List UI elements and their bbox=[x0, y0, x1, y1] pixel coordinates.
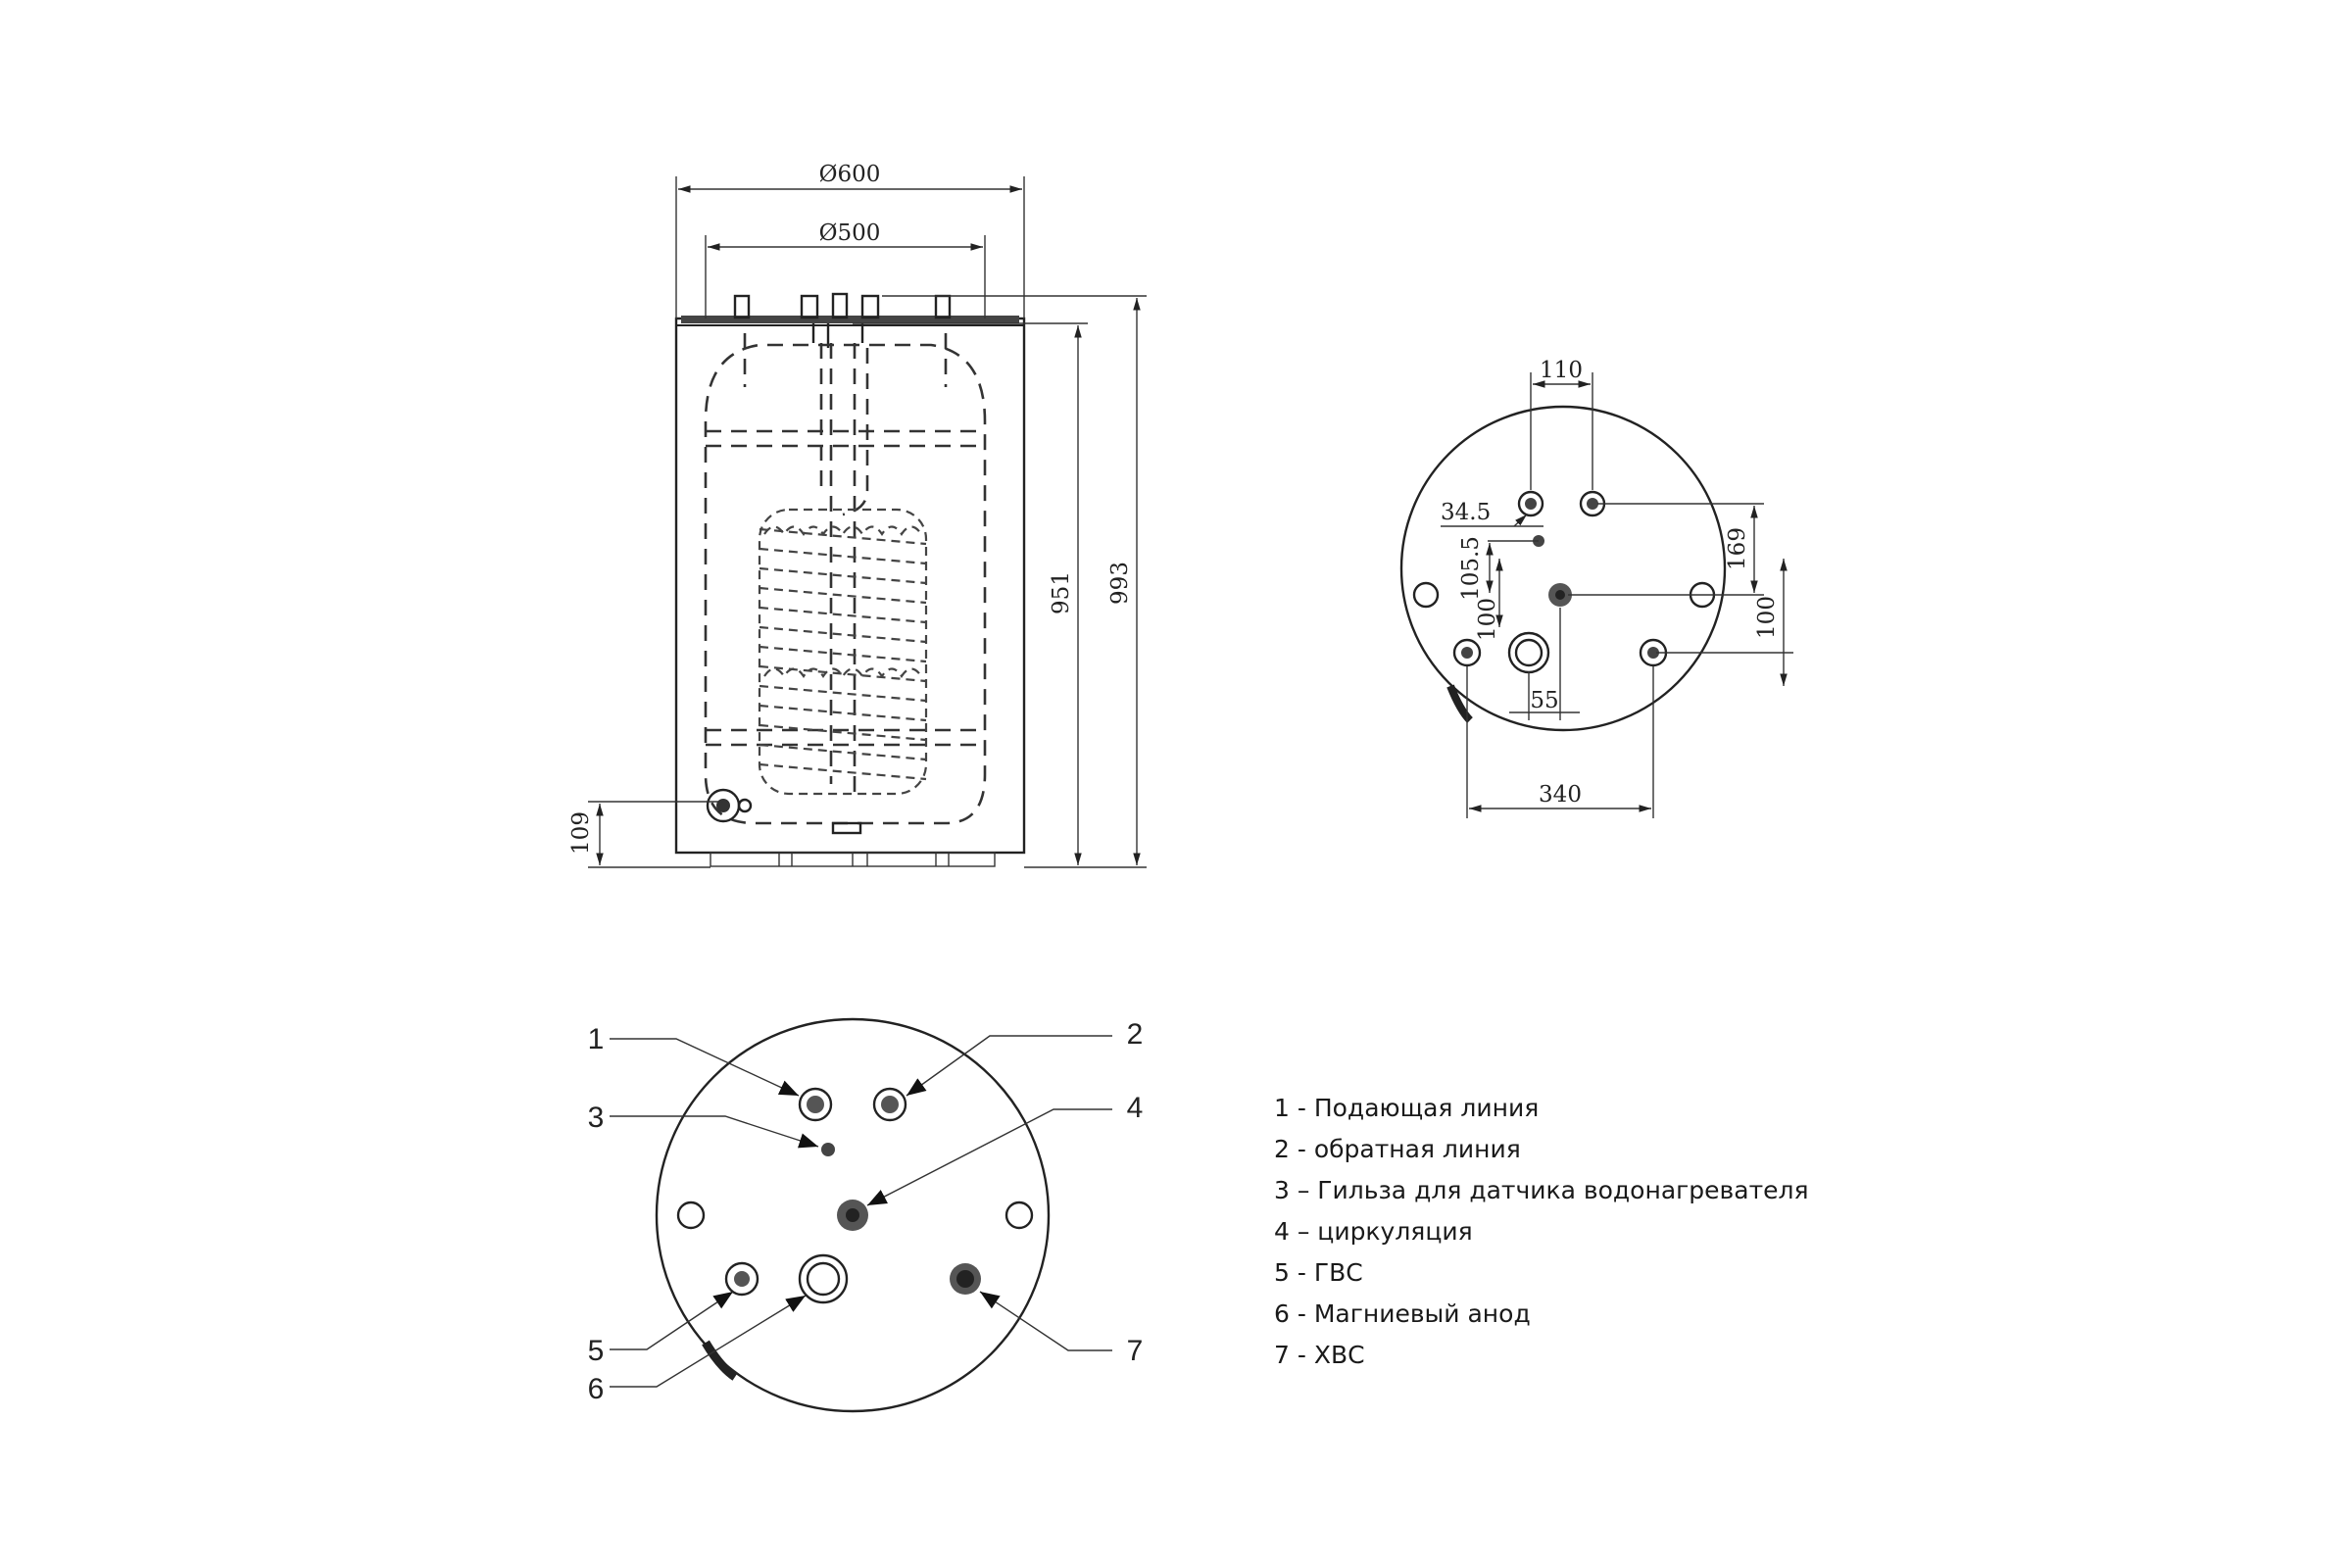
callout-5: 5 bbox=[588, 1335, 605, 1367]
port-3 bbox=[821, 1143, 835, 1156]
port-4 bbox=[837, 1200, 868, 1231]
tank-lid bbox=[681, 316, 1019, 323]
top-view-callouts: 1 2 3 4 5 6 7 bbox=[588, 1017, 1144, 1413]
dim-105-5: 105.5 bbox=[1458, 536, 1484, 601]
inner-vessel bbox=[704, 343, 987, 825]
dim-outer-diameter: Ø600 bbox=[819, 162, 881, 187]
dim-169: 169 bbox=[1725, 527, 1750, 570]
dim-inner-diameter: Ø500 bbox=[819, 220, 881, 246]
legend-item: 6 - Магниевый анод bbox=[1274, 1299, 1531, 1328]
port-5 bbox=[724, 1261, 760, 1297]
port-2 bbox=[872, 1087, 907, 1122]
callout-3: 3 bbox=[588, 1102, 605, 1134]
legend-item: 4 – циркуляция bbox=[1274, 1217, 1473, 1246]
dim-110: 110 bbox=[1540, 358, 1583, 383]
dim-height-total: 993 bbox=[1107, 562, 1133, 605]
port-6 bbox=[798, 1253, 849, 1304]
callout-4: 4 bbox=[1127, 1092, 1144, 1124]
legend-item: 5 - ГВС bbox=[1274, 1258, 1363, 1287]
port-7 bbox=[950, 1263, 981, 1295]
dim-100-left: 100 bbox=[1475, 598, 1500, 641]
legend-item: 7 - ХВС bbox=[1274, 1341, 1365, 1369]
dim-height-inner: 951 bbox=[1049, 571, 1074, 614]
mount-hole-left bbox=[676, 1200, 706, 1230]
legend-item: 2 - обратная линия bbox=[1274, 1135, 1521, 1163]
mount-hole-right bbox=[1004, 1200, 1034, 1230]
dim-340: 340 bbox=[1539, 782, 1582, 808]
callout-1: 1 bbox=[588, 1023, 605, 1055]
callout-leaders bbox=[610, 1035, 1112, 1388]
connection-legend: 1 - Подающая линия 2 - обратная линия 3 … bbox=[1274, 1088, 1809, 1376]
top-view-outline bbox=[1399, 405, 1727, 732]
port-1 bbox=[798, 1087, 833, 1122]
side-view: Ø600 Ø500 951 993 109 bbox=[568, 162, 1147, 868]
legend-item: 1 - Подающая линия bbox=[1274, 1094, 1540, 1122]
dim-100-right: 100 bbox=[1754, 596, 1780, 639]
heating-coil bbox=[758, 508, 928, 796]
dim-34-5: 34.5 bbox=[1441, 500, 1491, 525]
callout-2: 2 bbox=[1127, 1018, 1144, 1051]
top-view-dimensioned: 110 34.5 105.5 100 169 100 55 340 bbox=[1399, 358, 1793, 818]
callout-7: 7 bbox=[1127, 1335, 1144, 1367]
callout-6: 6 bbox=[588, 1373, 605, 1405]
dim-outlet-height: 109 bbox=[568, 811, 594, 855]
callout-view-outline bbox=[655, 1017, 1051, 1413]
legend-item: 3 – Гильза для датчика водонагревателя bbox=[1274, 1176, 1809, 1204]
dim-55: 55 bbox=[1530, 688, 1558, 713]
